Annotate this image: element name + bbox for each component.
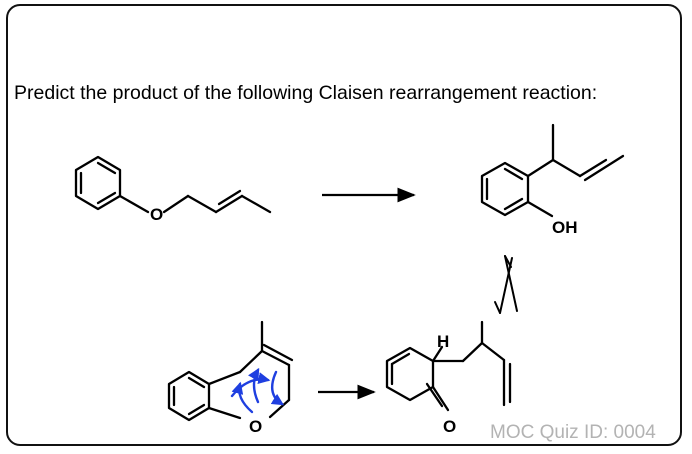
starting-material-allyl-aryl-ether [74, 155, 272, 214]
product-phenol [480, 123, 625, 218]
quiz-card [6, 4, 682, 446]
hydroxyl-label: OH [552, 218, 578, 237]
quiz-id-watermark: MOC Quiz ID: 0004 [490, 422, 656, 443]
curved-mechanism-arrows [230, 367, 285, 414]
ether-oxygen-label: O [150, 205, 163, 224]
dienone-intermediate [385, 320, 512, 412]
ketone-oxygen-label: O [443, 417, 456, 436]
question-text: Predict the product of the following Cla… [14, 82, 598, 104]
equilibrium-arrows [494, 255, 518, 314]
chair-transition-state [167, 320, 294, 422]
ts-oxygen-label: O [249, 417, 262, 436]
alpha-hydrogen-label: H [437, 332, 449, 351]
